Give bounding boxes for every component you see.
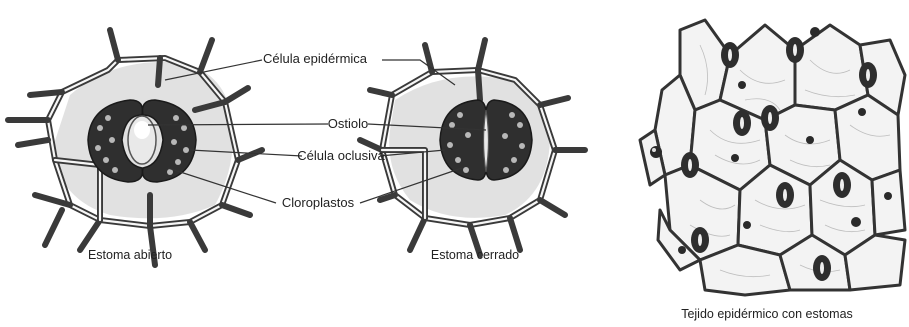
caption-open-stoma: Estoma abierto <box>88 248 172 262</box>
closed-stoma-illustration <box>360 40 585 255</box>
caption-closed-stoma: Estoma cerrado <box>431 248 519 262</box>
epidermal-tissue-illustration <box>640 20 905 295</box>
caption-epidermal-tissue: Tejido epidérmico con estomas <box>681 307 853 321</box>
label-ostiole: Ostiolo <box>328 116 368 131</box>
label-chloroplasts: Cloroplastos <box>282 195 355 210</box>
open-stoma-illustration <box>8 30 262 265</box>
label-guard-cell: Célula oclusiva <box>297 148 385 163</box>
label-epidermal-cell: Célula epidérmica <box>263 51 368 66</box>
